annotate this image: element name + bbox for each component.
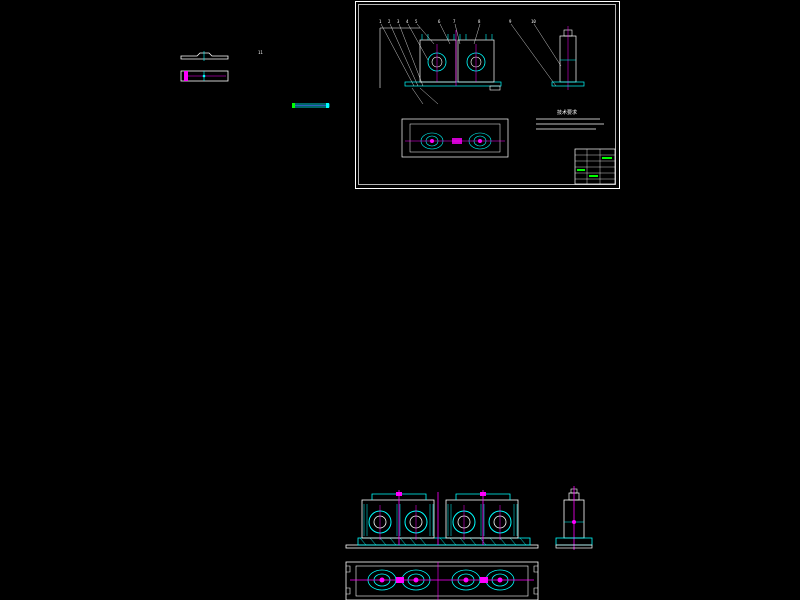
fixture-block-right <box>457 34 495 83</box>
balloon-8: 8 <box>478 19 481 24</box>
fixture-block-left <box>419 34 457 83</box>
balloon-9: 9 <box>509 19 512 24</box>
small-bar-part <box>292 103 330 108</box>
balloon-1: 1 <box>379 19 382 24</box>
balloon-4: 4 <box>406 19 409 24</box>
plate-profile-view <box>180 51 229 61</box>
assembly-pair-right <box>445 490 519 545</box>
sheet-outer-border <box>355 1 620 189</box>
loose-dim-label: 11 <box>258 50 263 55</box>
sheet-side-view: 9 10 <box>509 19 585 90</box>
assembly-pair-left <box>361 490 435 545</box>
balloon-2: 2 <box>388 19 391 24</box>
sheet-front-view: 1 2 3 4 5 6 7 8 <box>379 19 502 105</box>
balloon-7: 7 <box>453 19 456 24</box>
large-assembly-plan-view <box>345 561 539 600</box>
sheet-plan-view <box>401 118 509 158</box>
balloon-5: 5 <box>415 19 418 24</box>
technical-requirements-title: 技术要求 <box>557 109 577 116</box>
balloon-6: 6 <box>438 19 441 24</box>
plate-top-view <box>180 70 229 82</box>
large-assembly-side-view <box>555 486 593 550</box>
drawing-sheet: 1 2 3 4 5 6 7 8 9 10 <box>355 1 620 189</box>
sheet-inner-border <box>358 4 616 185</box>
technical-requirements: 技术要求 <box>536 109 604 130</box>
large-assembly-front-view <box>345 490 539 549</box>
loose-part-views: 11 <box>180 50 330 108</box>
balloon-3: 3 <box>397 19 400 24</box>
balloon-10: 10 <box>531 19 536 24</box>
title-block <box>574 148 616 185</box>
